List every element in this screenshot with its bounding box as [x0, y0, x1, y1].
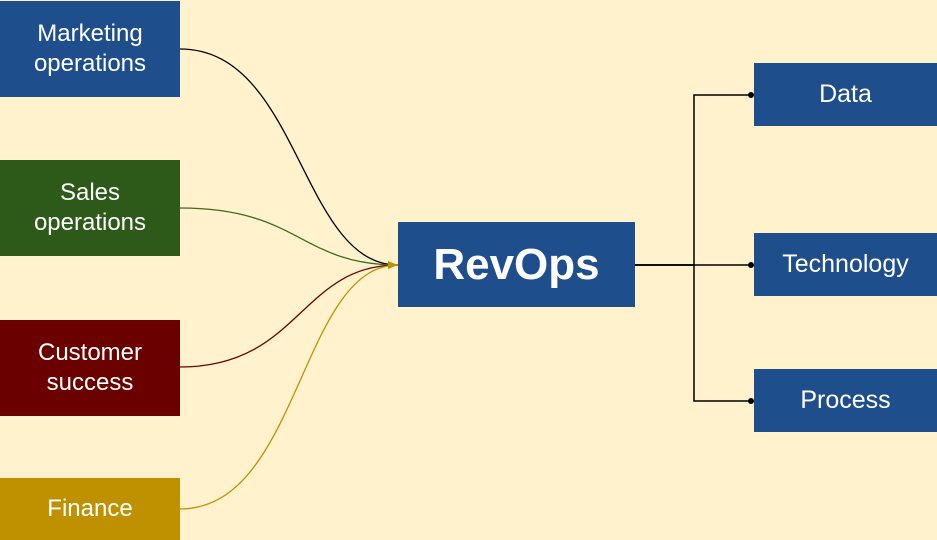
marketing-operations-box: Marketing operations	[0, 1, 180, 97]
connector-sales	[179, 207, 399, 266]
customer-label-line1: Customer	[37, 339, 143, 366]
connector-dot-process	[748, 398, 754, 404]
connector-dot-data	[748, 92, 754, 98]
connector-data	[635, 94, 751, 266]
customer-success-label: Customer success	[38, 338, 142, 398]
connector-process	[635, 264, 751, 402]
marketing-operations-label: Marketing operations	[34, 19, 146, 79]
technology-box: Technology	[754, 233, 937, 296]
sales-label-line1: Sales	[59, 179, 121, 206]
connector-customer	[179, 264, 399, 368]
revops-label: RevOps	[433, 240, 600, 289]
sales-operations-label: Sales operations	[34, 178, 146, 238]
connector-marketing	[179, 48, 399, 266]
connector-dot-technology	[748, 262, 754, 268]
customer-success-box: Customer success	[0, 320, 180, 416]
sales-operations-box: Sales operations	[0, 160, 180, 256]
arrowhead-revops	[388, 261, 398, 269]
connector-finance	[179, 264, 399, 510]
marketing-label-line1: Marketing	[37, 20, 143, 47]
customer-label-line2: success	[46, 369, 134, 396]
revops-box: RevOps	[398, 222, 635, 307]
data-box: Data	[754, 63, 937, 126]
marketing-label-line2: operations	[33, 50, 147, 77]
data-label: Data	[819, 79, 872, 108]
process-label: Process	[800, 385, 891, 414]
finance-box: Finance	[0, 478, 180, 540]
finance-label: Finance	[47, 495, 133, 522]
sales-label-line2: operations	[33, 209, 147, 236]
process-box: Process	[754, 369, 937, 432]
technology-label: Technology	[782, 249, 909, 278]
